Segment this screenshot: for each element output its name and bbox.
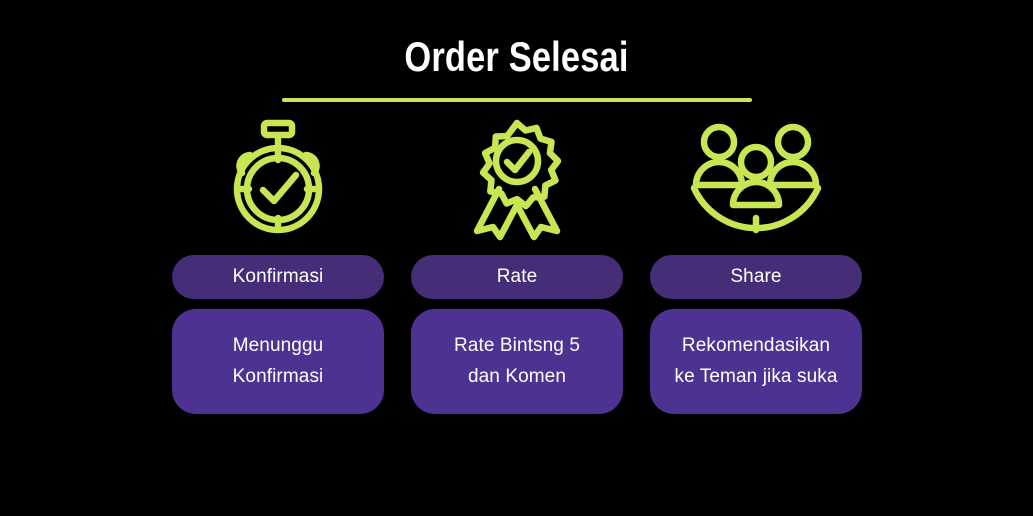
step-label-pill[interactable]: Rate	[411, 255, 623, 299]
step-description-text: Rekomendasikan ke Teman jika suka	[674, 334, 838, 387]
step-description-card[interactable]: Rate Bintsng 5 dan Komen	[411, 309, 623, 414]
people-group-icon	[686, 118, 826, 238]
step-column-share: Share Rekomendasikan ke Teman jika suka	[650, 118, 862, 414]
step-description-card[interactable]: Menunggu Konfirmasi	[172, 309, 384, 414]
steps-row: Konfirmasi Menunggu Konfirmasi Rat	[172, 118, 862, 414]
step-label-pill[interactable]: Konfirmasi	[172, 255, 384, 299]
step-description-card[interactable]: Rekomendasikan ke Teman jika suka	[650, 309, 862, 414]
title-underline-divider	[281, 98, 752, 102]
award-ribbon-check-icon	[469, 118, 565, 241]
step-description-text: Rate Bintsng 5 dan Komen	[453, 334, 581, 387]
step-column-rate: Rate Rate Bintsng 5 dan Komen	[411, 118, 623, 414]
title-block: Order Selesai	[0, 36, 1033, 102]
stopwatch-check-icon	[226, 118, 330, 238]
page-title: Order Selesai	[404, 33, 629, 80]
step-label-pill[interactable]: Share	[650, 255, 862, 299]
step-description-text: Menunggu Konfirmasi	[232, 334, 324, 387]
step-column-konfirmasi: Konfirmasi Menunggu Konfirmasi	[172, 118, 384, 414]
